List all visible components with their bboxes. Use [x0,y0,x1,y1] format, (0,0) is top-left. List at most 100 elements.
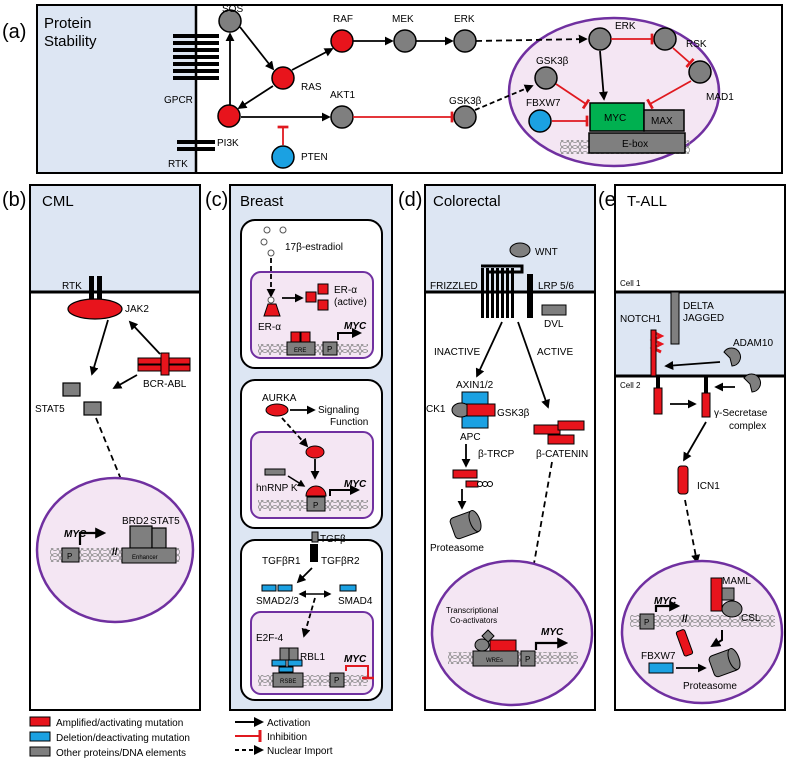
e2f4-smad-3 [278,666,294,673]
wres-label: WREs [486,658,503,664]
proteasome-d [449,510,482,540]
ebox-label: E-box [622,139,648,150]
jagged-label: JAGGED [683,313,724,324]
inactive-arrow [475,321,503,378]
ub-bcatenin-2 [465,480,479,488]
tgfb-label: TGFβ [320,534,346,545]
csl-label: CSL [741,613,761,624]
panel-b-title: CML [42,193,74,210]
myc-label-a: MYC [604,113,626,124]
smad23-1 [261,584,277,592]
cell1-label: Cell 1 [620,279,641,288]
aurka-import-arrow [281,417,309,448]
bcatenin-2 [557,420,585,431]
er-ligand [267,296,275,304]
panel-a-title-1: Protein [44,15,92,32]
promoter-c1 [322,341,338,356]
panel-c: (c) Breast 17β-estradiol ER-α ER-α (acti… [205,184,393,711]
axin-label: AXIN1/2 [456,380,494,391]
enhancer-box [121,547,177,564]
gsec-label-2: complex [729,421,766,432]
icn1-shape [677,465,689,495]
gsk3b-import-arrow [474,84,534,111]
frizzled-loop [481,264,524,274]
proteasome-label-e: Proteasome [683,681,737,692]
fbxw7-node [528,109,552,133]
ub-2 [482,481,488,487]
apc-shape [461,415,489,429]
nucleus-c1 [250,271,374,359]
myc-transcription-c1 [337,328,362,340]
enhancer-label: Enhancer [132,555,158,561]
nucleus-d [430,559,594,707]
fbxw7-label: FBXW7 [526,98,561,109]
estradiol-dot-3 [260,238,268,246]
bcatenin-3 [547,434,575,445]
lrp-label: LRP 5/6 [538,281,574,292]
myc-box-a [589,102,645,132]
tgfbr-receptor [310,544,318,562]
promoter-d [520,650,536,667]
smad23-2 [277,584,293,592]
ub-bcatenin [452,469,478,479]
stat5-box-1 [62,382,81,397]
gsk3b-mid-label: GSK3β [449,96,482,107]
stat5-nuc-box [151,527,167,549]
rbl1-box-2 [288,647,299,661]
coact-label-2: Co-activators [450,616,497,625]
legend-red-label: Amplified/activating mutation [56,718,183,729]
er-active-label-2: (active) [334,297,367,308]
icn1-label: ICN1 [697,481,720,492]
estradiol-dot-4 [267,249,275,257]
bcr-abl-shape [137,352,191,376]
bcatenin-label: β-CATENIN [536,449,588,460]
tgfbr-smad-arrow [296,567,313,584]
legend: Amplified/activating mutation Deletion/d… [29,716,333,759]
csl-shape [721,600,743,618]
frizzled-receptor [481,268,514,318]
aurka-label: AURKA [262,393,297,404]
ras-raf-arrow [291,48,334,71]
e2f4-smad-1 [271,659,287,667]
delta-jagged-shape [670,291,680,345]
sos-ras-arrow [239,26,275,71]
btrcp-label: β-TRCP [478,449,515,460]
er-active-label-1: ER-α [334,285,357,296]
jak2-label: JAK2 [125,304,149,315]
gsk3b-inhibit-myc [555,83,591,110]
wres-box [472,650,519,667]
panel-a: (a) Protein Stability GPCR RTK SOS RAF M… [2,4,783,174]
panel-d-title: Colorectal [433,193,501,210]
rtk-bar-1 [89,276,94,318]
adam10-cleave-arrow [664,360,721,370]
wnt-label: WNT [535,247,558,258]
rbl1-box-1 [279,647,290,661]
ub-3 [487,481,493,487]
cell2-label: Cell 2 [620,381,641,390]
legend-gray-swatch [29,746,51,757]
rtk-receptor-a [177,140,215,151]
ras-node [271,66,295,90]
panel-e-title: T-ALL [627,193,667,210]
promoter-c1-label: P [327,345,332,354]
aurka-bound [305,485,327,497]
mad1-inhibit-myc [646,80,692,110]
estradiol-dot-1 [263,226,271,234]
rsbe-label: RSBE [280,679,296,685]
dna-e [630,615,775,627]
fbxw7-shape-e [648,662,674,674]
stat5-import-arrow [95,417,129,496]
pi3k-label: PI3K [217,138,239,149]
myc-transcription-e [654,600,681,612]
gsk3b-label-d: GSK3β [497,408,530,419]
rtk-bar-2 [97,276,102,318]
smad-import-arrow [301,597,316,638]
gsk3b-mid-node [453,105,477,129]
icn1-release-nuc [710,630,723,648]
myc-label-c1: MYC [344,321,367,332]
panel-a-title-2: Stability [44,33,97,50]
sos-node [218,9,242,33]
er-active-2 [317,283,329,295]
sos-label: SOS [222,4,243,15]
akt1-label: AKT1 [330,90,355,101]
